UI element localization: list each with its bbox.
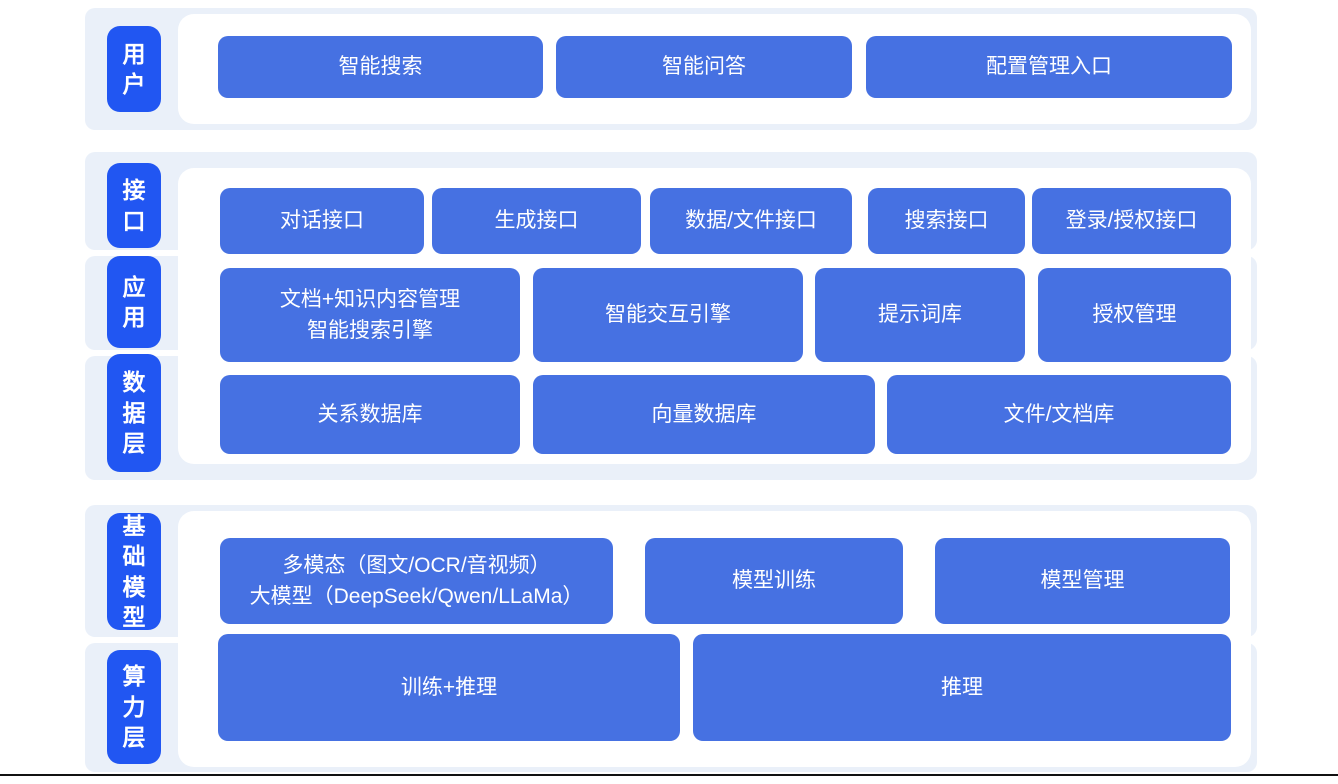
layer-label-text: 基础模型 (122, 512, 146, 630)
box-relational-db: 关系数据库 (220, 375, 520, 454)
box-auth-management: 授权管理 (1038, 268, 1231, 362)
box-multimodal-llm: 多模态（图文/OCR/音视频） 大模型（DeepSeek/Qwen/LLaMa） (220, 538, 613, 624)
box-search-api: 搜索接口 (868, 188, 1025, 254)
box-smart-interaction-engine: 智能交互引擎 (533, 268, 803, 362)
layer-label-application: 应用 (107, 256, 161, 348)
box-file-doc-store: 文件/文档库 (887, 375, 1231, 454)
box-smart-qa: 智能问答 (556, 36, 852, 98)
box-model-training: 模型训练 (645, 538, 903, 624)
layer-label-text: 应用 (122, 273, 146, 330)
box-vector-db: 向量数据库 (533, 375, 875, 454)
layer-label-text: 数据层 (122, 369, 146, 457)
box-model-management: 模型管理 (935, 538, 1230, 624)
layer-label-foundation-model: 基础模型 (107, 513, 161, 630)
layer-label-text: 接口 (122, 177, 146, 234)
box-login-auth-api: 登录/授权接口 (1032, 188, 1231, 254)
bottom-border-line (0, 774, 1338, 776)
layer-label-data: 数据层 (107, 354, 161, 472)
box-inference: 推理 (693, 634, 1231, 741)
box-training-inference: 训练+推理 (218, 634, 680, 741)
box-doc-knowledge-search-engine: 文档+知识内容管理 智能搜索引擎 (220, 268, 520, 362)
layer-label-text: 用户 (122, 40, 146, 97)
box-data-file-api: 数据/文件接口 (650, 188, 852, 254)
box-config-management-entry: 配置管理入口 (866, 36, 1232, 98)
layer-label-interface: 接口 (107, 163, 161, 248)
box-dialog-api: 对话接口 (220, 188, 424, 254)
layer-label-user: 用户 (107, 26, 161, 112)
layer-label-text: 算力层 (122, 663, 146, 751)
box-prompt-library: 提示词库 (815, 268, 1025, 362)
box-generation-api: 生成接口 (432, 188, 641, 254)
layer-label-compute: 算力层 (107, 650, 161, 764)
box-smart-search: 智能搜索 (218, 36, 543, 98)
